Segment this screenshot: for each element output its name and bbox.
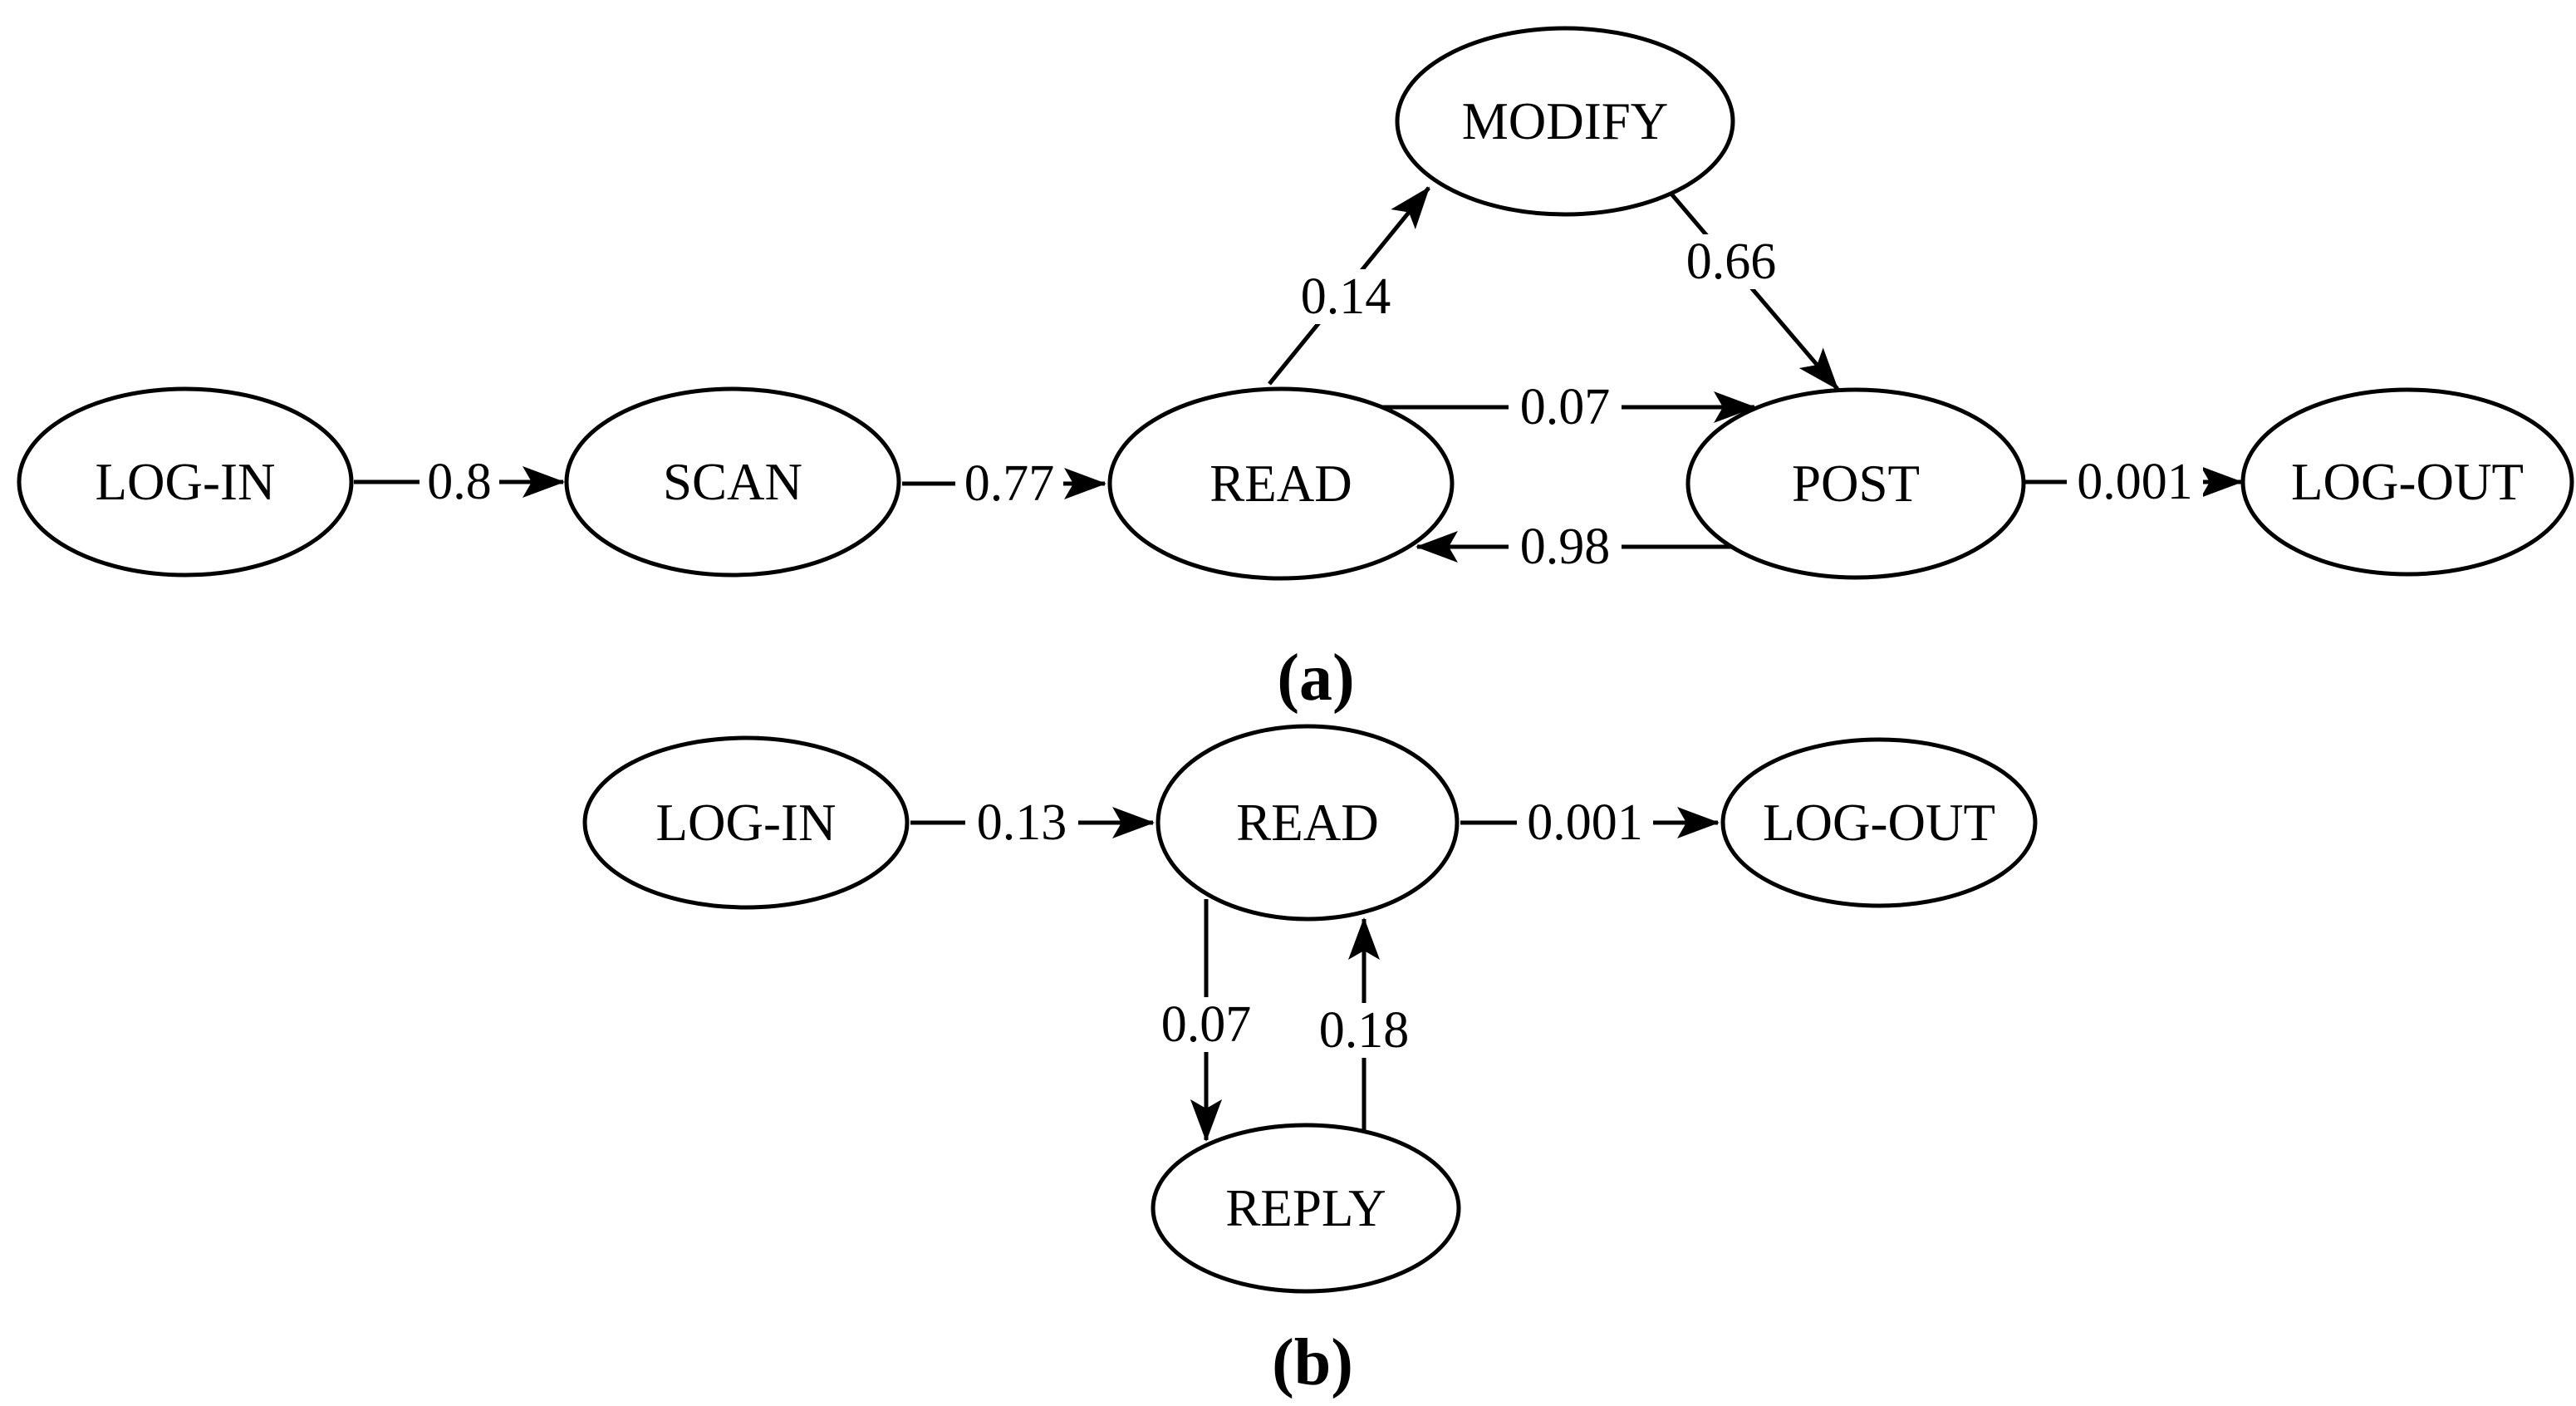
node-login-b: LOG-IN bbox=[582, 735, 910, 910]
edge-label-read-reply: 0.07 bbox=[1161, 996, 1252, 1053]
edge-label-reply-read: 0.18 bbox=[1319, 1002, 1410, 1059]
node-logout-a: LOG-OUT bbox=[2240, 387, 2574, 577]
node-label-read-b: READ bbox=[1236, 794, 1379, 852]
node-ellipse-modify bbox=[1395, 26, 1735, 217]
edge-read-modify: 0.14 bbox=[1268, 186, 1430, 386]
edge-label-login-read: 0.13 bbox=[977, 794, 1067, 851]
node-read-a: READ bbox=[1107, 386, 1455, 581]
edge-label-read-logout: 0.001 bbox=[1527, 794, 1643, 851]
edge-label-bg bbox=[965, 795, 1078, 848]
node-label-logout-b: LOG-OUT bbox=[1763, 794, 1995, 852]
node-ellipse-read-b bbox=[1156, 724, 1460, 922]
node-ellipse-login-b bbox=[582, 735, 910, 910]
edge-reply-read: 0.18 bbox=[1308, 917, 1420, 1130]
edge-post-read: 0.98 bbox=[1416, 519, 1735, 575]
edge-scan-read: 0.77 bbox=[902, 455, 1106, 512]
edge-post-logout: 0.001 bbox=[2024, 454, 2243, 510]
edge-login-read: 0.13 bbox=[910, 794, 1155, 851]
node-ellipse-logout-b bbox=[1720, 737, 2038, 908]
edge-label-read-post: 0.07 bbox=[1520, 379, 1611, 435]
edge-label-scan-read: 0.77 bbox=[964, 455, 1055, 512]
node-reply: REPLY bbox=[1151, 1123, 1461, 1294]
edge-label-bg bbox=[1509, 519, 1622, 573]
edge-label-login-scan: 0.8 bbox=[427, 454, 492, 510]
edge-label-read-modify: 0.14 bbox=[1301, 268, 1391, 325]
edge-read-post: 0.07 bbox=[1381, 379, 1756, 435]
edge-read-reply: 0.07 bbox=[1150, 899, 1263, 1142]
edge-login-scan: 0.8 bbox=[354, 454, 565, 510]
edge-read-logout: 0.001 bbox=[1460, 794, 1720, 851]
node-ellipse-scan bbox=[564, 386, 901, 578]
edge-label-modify-post: 0.66 bbox=[1686, 234, 1777, 290]
caption-a: (a) bbox=[1277, 642, 1354, 715]
node-label-modify: MODIFY bbox=[1462, 92, 1669, 150]
node-logout-b: LOG-OUT bbox=[1720, 737, 2038, 908]
edge-label-bg bbox=[1675, 234, 1788, 289]
edge-label-bg bbox=[1150, 997, 1263, 1052]
node-label-login-a: LOG-IN bbox=[96, 453, 276, 511]
node-ellipse-reply bbox=[1151, 1123, 1461, 1294]
node-label-login-b: LOG-IN bbox=[656, 794, 837, 852]
node-scan: SCAN bbox=[564, 386, 901, 578]
edge-label-post-logout: 0.001 bbox=[2077, 454, 2193, 510]
node-label-logout-a: LOG-OUT bbox=[2291, 453, 2524, 511]
node-login-a: LOG-IN bbox=[17, 386, 354, 578]
node-label-read-a: READ bbox=[1209, 455, 1352, 513]
node-ellipse-logout-a bbox=[2240, 387, 2574, 577]
edge-label-bg bbox=[955, 456, 1063, 509]
node-post: POST bbox=[1685, 387, 2026, 580]
edge-label-bg bbox=[2067, 455, 2203, 508]
node-label-reply: REPLY bbox=[1225, 1179, 1386, 1237]
edge-label-bg bbox=[1517, 795, 1653, 848]
edge-label-bg bbox=[1308, 1003, 1420, 1058]
node-label-scan: SCAN bbox=[663, 453, 802, 511]
edge-label-bg bbox=[1289, 269, 1402, 324]
node-read-b: READ bbox=[1156, 724, 1460, 922]
diagram-a: 0.8 0.77 0.14 0.66 0.07 0.98 bbox=[17, 26, 2574, 715]
edge-label-bg bbox=[1509, 380, 1622, 433]
diagram-b: 0.13 0.001 0.07 0.18 LOG-IN READ LO bbox=[582, 724, 2038, 1399]
node-ellipse-read-a bbox=[1107, 386, 1455, 581]
edge-label-bg bbox=[420, 455, 499, 508]
edge-label-post-read: 0.98 bbox=[1520, 519, 1611, 575]
node-ellipse-login-a bbox=[17, 386, 354, 578]
caption-b: (b) bbox=[1272, 1326, 1353, 1399]
node-label-post: POST bbox=[1792, 455, 1920, 513]
node-modify: MODIFY bbox=[1395, 26, 1735, 217]
edge-modify-post: 0.66 bbox=[1663, 184, 1839, 391]
node-ellipse-post bbox=[1685, 387, 2026, 580]
